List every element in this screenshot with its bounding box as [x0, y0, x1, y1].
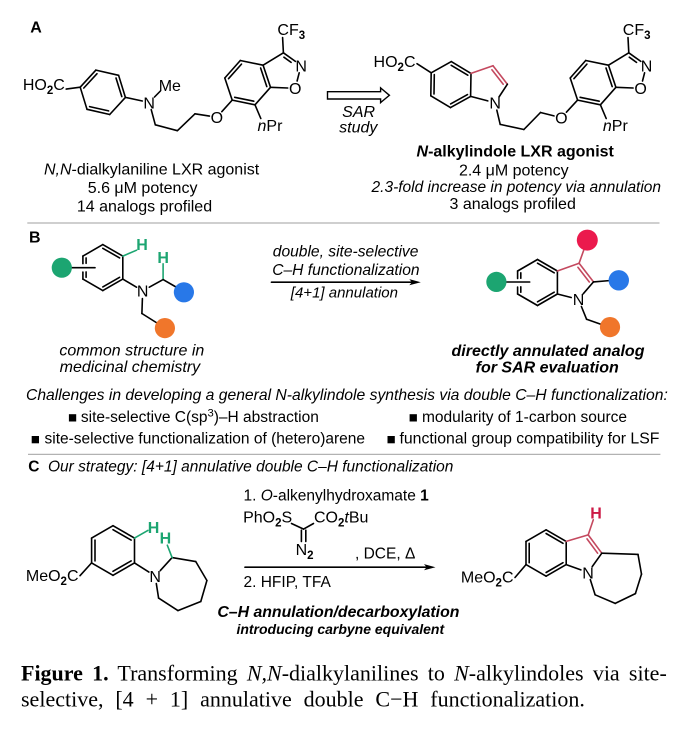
svg-text:MeO2C: MeO2C [26, 568, 79, 588]
svg-text:directly annulated analog: directly annulated analog [452, 343, 645, 360]
svg-text:H: H [136, 237, 148, 254]
svg-text:PhO2S: PhO2S [243, 510, 292, 530]
svg-text:O: O [211, 110, 223, 127]
svg-text:[4+1] annulation: [4+1] annulation [290, 284, 398, 301]
svg-text:N: N [295, 58, 307, 75]
svg-text:2.3-fold increase in potency v: 2.3-fold increase in potency via annulat… [371, 179, 662, 196]
svg-text:H: H [157, 250, 169, 267]
svg-text:3 analogs profiled: 3 analogs profiled [450, 196, 576, 213]
svg-text:MeO2C: MeO2C [461, 570, 514, 590]
svg-text:O: O [634, 81, 646, 98]
svg-text:site-selective functionalizati: site-selective functionalization of (het… [45, 431, 366, 448]
svg-text:2.4 μM potency: 2.4 μM potency [459, 162, 569, 179]
svg-text:, DCE, Δ: , DCE, Δ [355, 546, 415, 563]
svg-text:O: O [555, 111, 567, 128]
svg-text:HO2C: HO2C [374, 54, 416, 74]
svg-text:Me: Me [159, 78, 181, 95]
svg-text:N: N [143, 95, 155, 112]
svg-text:Challenges in developing a gen: Challenges in developing a general N-alk… [26, 387, 668, 404]
svg-text:5.6 μM potency: 5.6 μM potency [88, 180, 198, 197]
svg-text:N: N [573, 292, 585, 309]
svg-text:Figure 1. Transforming N,N-dia: Figure 1. Transforming N,N-dialkylanilin… [21, 661, 667, 686]
svg-text:HO2C: HO2C [23, 77, 65, 97]
svg-text:for SAR evaluation: for SAR evaluation [476, 360, 619, 377]
svg-text:H: H [148, 520, 160, 537]
svg-text:N: N [641, 58, 653, 75]
svg-text:site-selective C(sp3)–H abstra: site-selective C(sp3)–H abstraction [81, 408, 319, 426]
svg-text:modularity of 1-carbon source: modularity of 1-carbon source [422, 409, 627, 426]
svg-text:functional group compatibility: functional group compatibility for LSF [400, 431, 660, 448]
svg-text:C: C [28, 458, 39, 475]
svg-text:O: O [289, 81, 301, 98]
svg-text:N: N [137, 284, 149, 301]
svg-text:SAR: SAR [342, 104, 375, 121]
svg-text:CF3: CF3 [623, 22, 651, 42]
svg-text:14 analogs profiled: 14 analogs profiled [77, 199, 212, 216]
svg-text:medicinal chemistry: medicinal chemistry [60, 359, 201, 376]
svg-text:N2: N2 [296, 542, 314, 562]
svg-text:N: N [582, 565, 594, 582]
svg-text:H: H [160, 530, 172, 547]
svg-text:double, site-selective: double, site-selective [273, 244, 419, 261]
svg-text:study: study [339, 119, 378, 136]
svg-text:1. O-alkenylhydroxamate 1: 1. O-alkenylhydroxamate 1 [244, 488, 430, 505]
svg-text:A: A [30, 20, 42, 37]
svg-text:nPr: nPr [603, 118, 629, 135]
svg-text:common structure in: common structure in [59, 343, 204, 360]
svg-text:nPr: nPr [258, 118, 284, 135]
svg-text:N,N-dialkylaniline LXR agonist: N,N-dialkylaniline LXR agonist [44, 162, 260, 179]
svg-text:H: H [590, 506, 602, 523]
svg-text:N: N [149, 569, 161, 586]
svg-text:B: B [29, 230, 41, 247]
svg-text:Our strategy: [4+1] annulative: Our strategy: [4+1] annulative double C–… [48, 458, 453, 475]
svg-text:introducing carbyne equivalent: introducing carbyne equivalent [236, 621, 445, 637]
svg-text:N-alkylindole LXR agonist: N-alkylindole LXR agonist [417, 143, 615, 160]
svg-text:selective, [4 + 1] annulative: selective, [4 + 1] annulative double C−H… [21, 687, 585, 712]
svg-text:C–H annulation/decarboxylation: C–H annulation/decarboxylation [217, 604, 459, 621]
svg-text:C–H functionalization: C–H functionalization [272, 262, 419, 279]
svg-text:CO2tBu: CO2tBu [314, 510, 368, 530]
svg-text:N: N [489, 96, 501, 113]
svg-text:CF3: CF3 [277, 22, 305, 42]
svg-text:2. HFIP, TFA: 2. HFIP, TFA [244, 574, 332, 591]
